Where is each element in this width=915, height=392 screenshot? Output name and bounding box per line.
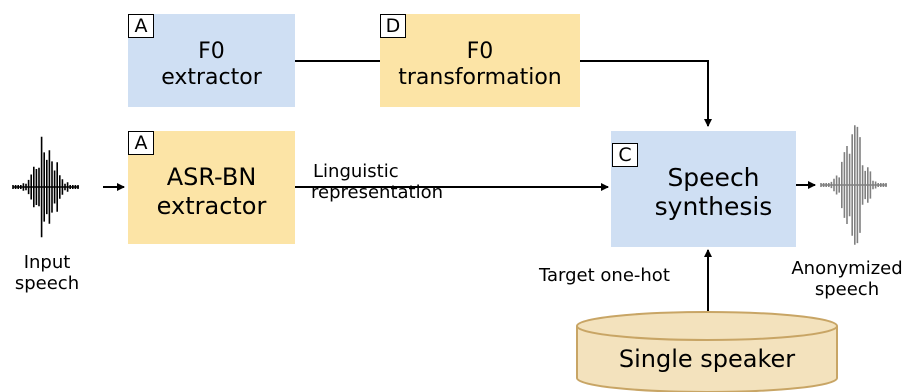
linguistic-representation-label: Linguistic representation bbox=[311, 161, 444, 203]
asr-bn-extractor-tag: A bbox=[128, 131, 154, 155]
input-label-line1: Input bbox=[23, 252, 71, 273]
speech-synthesis-block: Speech synthesis bbox=[611, 131, 796, 247]
output-waveform bbox=[820, 125, 887, 245]
input-waveform bbox=[12, 136, 79, 238]
f0-extractor-subtitle: extractor bbox=[161, 64, 262, 90]
linguistic-label-line1: Linguistic bbox=[313, 161, 399, 182]
input-label-line2: speech bbox=[14, 272, 80, 294]
anonymized-speech-label: Anonymized speech bbox=[782, 258, 912, 300]
asr-bn-extractor-title: ASR-BN bbox=[166, 163, 257, 192]
f0-transformation-title: F0 bbox=[466, 38, 494, 64]
output-label-line2: speech bbox=[814, 278, 880, 300]
f0-extractor-title: F0 bbox=[198, 38, 225, 64]
linguistic-label-line2: representation bbox=[311, 181, 444, 203]
speech-synthesis-subtitle: synthesis bbox=[654, 192, 773, 221]
database-label: Single speaker bbox=[618, 345, 796, 373]
asr-bn-extractor-block: ASR-BN extractor bbox=[128, 131, 295, 244]
arrow-transformation-to-synthesis bbox=[580, 60, 712, 127]
output-label-line1: Anonymized bbox=[791, 258, 903, 279]
target-one-hot-label: Target one-hot bbox=[539, 265, 670, 286]
input-speech-label: Input speech bbox=[7, 252, 87, 294]
speech-synthesis-tag: C bbox=[612, 143, 638, 167]
f0-transformation-tag: D bbox=[380, 14, 406, 38]
f0-extractor-block: F0 extractor bbox=[128, 14, 295, 107]
asr-bn-extractor-subtitle: extractor bbox=[156, 191, 267, 220]
f0-extractor-tag: A bbox=[128, 14, 154, 38]
database-cylinder bbox=[576, 311, 838, 392]
f0-transformation-subtitle: transformation bbox=[398, 64, 562, 90]
f0-transformation-block: F0 transformation bbox=[380, 14, 580, 107]
speech-synthesis-title: Speech bbox=[667, 162, 760, 192]
